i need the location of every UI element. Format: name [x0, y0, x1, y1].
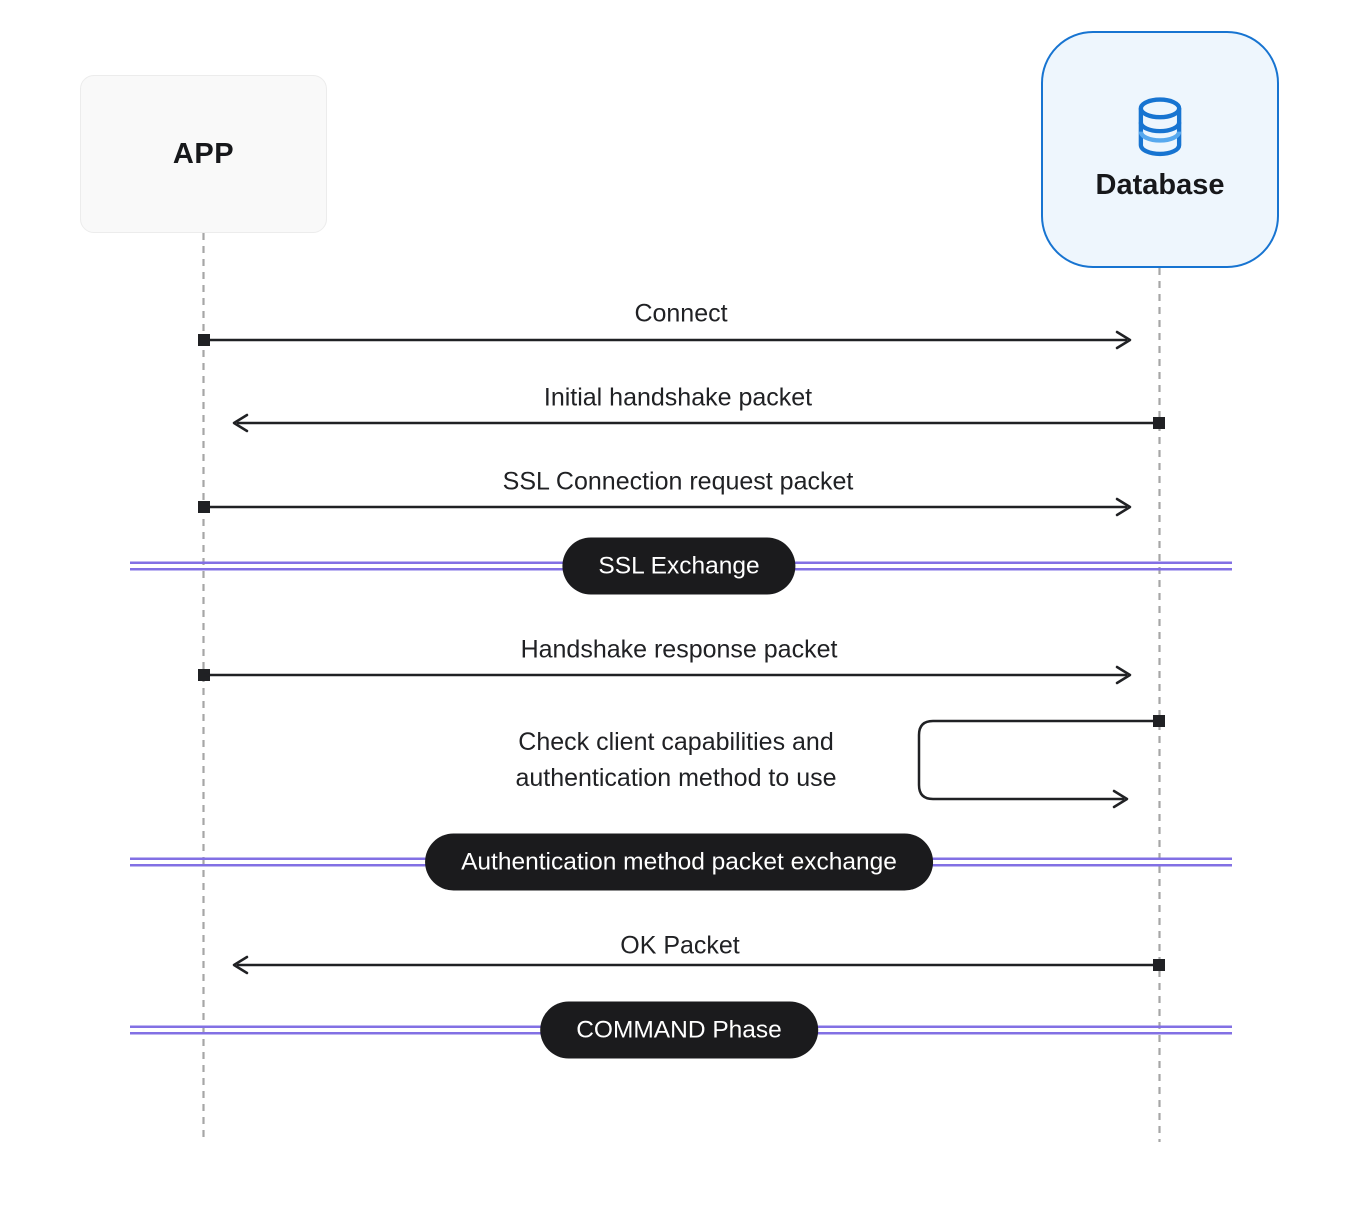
phase-badge-command: COMMAND Phase — [540, 1001, 818, 1059]
arrowhead-right-icon — [1115, 497, 1132, 517]
actor-database-label: Database — [1095, 169, 1225, 201]
actor-app: APP — [80, 75, 327, 233]
actor-database: Database — [1041, 31, 1279, 268]
database-cylinder-icon — [1138, 97, 1182, 157]
phase-badge-ssl-exchange: SSL Exchange — [562, 537, 796, 595]
arrowhead-left-icon — [232, 955, 249, 975]
message-arrow-initial-handshake — [232, 413, 1165, 433]
message-arrow-handshake-response — [198, 665, 1132, 685]
message-label-check-capabilities: Check client capabilities and authentica… — [515, 728, 837, 792]
message-label-initial-handshake: Initial handshake packet — [543, 383, 813, 412]
phase-badge-authentication: Authentication method packet exchange — [425, 833, 933, 891]
message-label-ok-packet: OK Packet — [620, 931, 740, 960]
actor-app-label: APP — [172, 137, 235, 170]
self-message-check-capabilities — [917, 715, 1165, 809]
message-arrow-ok-packet — [232, 955, 1165, 975]
message-arrow-connect — [198, 330, 1132, 350]
arrowhead-left-icon — [232, 413, 249, 433]
message-label-ssl-request: SSL Connection request packet — [502, 467, 854, 496]
arrowhead-right-icon — [1115, 665, 1132, 685]
message-label-connect: Connect — [634, 299, 728, 328]
arrowhead-right-icon — [1112, 789, 1129, 809]
message-label-handshake-response: Handshake response packet — [520, 635, 838, 664]
arrowhead-right-icon — [1115, 330, 1132, 350]
message-arrow-ssl-request — [198, 497, 1132, 517]
